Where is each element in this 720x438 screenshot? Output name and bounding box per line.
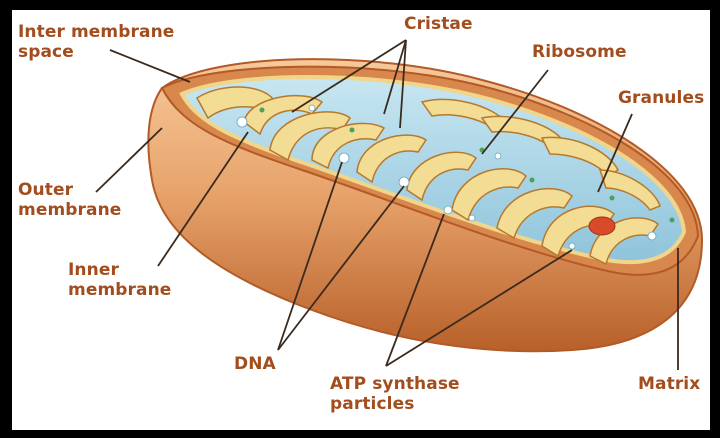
label-atp-synthase-line2: particles (330, 394, 460, 414)
label-inner-membrane: Inner membrane (68, 260, 171, 300)
label-dna: DNA (234, 354, 276, 374)
label-inner-membrane-line1: Inner (68, 260, 171, 280)
diagram-panel: Inter membrane space Cristae Ribosome Gr… (12, 10, 710, 430)
label-granules: Granules (618, 88, 704, 108)
label-ribosome: Ribosome (532, 42, 627, 62)
label-outer-membrane-line1: Outer (18, 180, 121, 200)
label-atp-synthase: ATP synthase particles (330, 374, 460, 414)
label-cristae: Cristae (404, 14, 473, 34)
label-inter-membrane-space: Inter membrane space (18, 22, 174, 62)
label-outer-membrane: Outer membrane (18, 180, 121, 220)
granule (589, 217, 615, 235)
label-outer-membrane-line2: membrane (18, 200, 121, 220)
mitochondrion-illustration (12, 10, 710, 430)
label-matrix: Matrix (638, 374, 700, 394)
label-inter-membrane-space-line1: Inter membrane (18, 22, 174, 42)
label-inner-membrane-line2: membrane (68, 280, 171, 300)
label-atp-synthase-line1: ATP synthase (330, 374, 460, 394)
label-inter-membrane-space-line2: space (18, 42, 174, 62)
